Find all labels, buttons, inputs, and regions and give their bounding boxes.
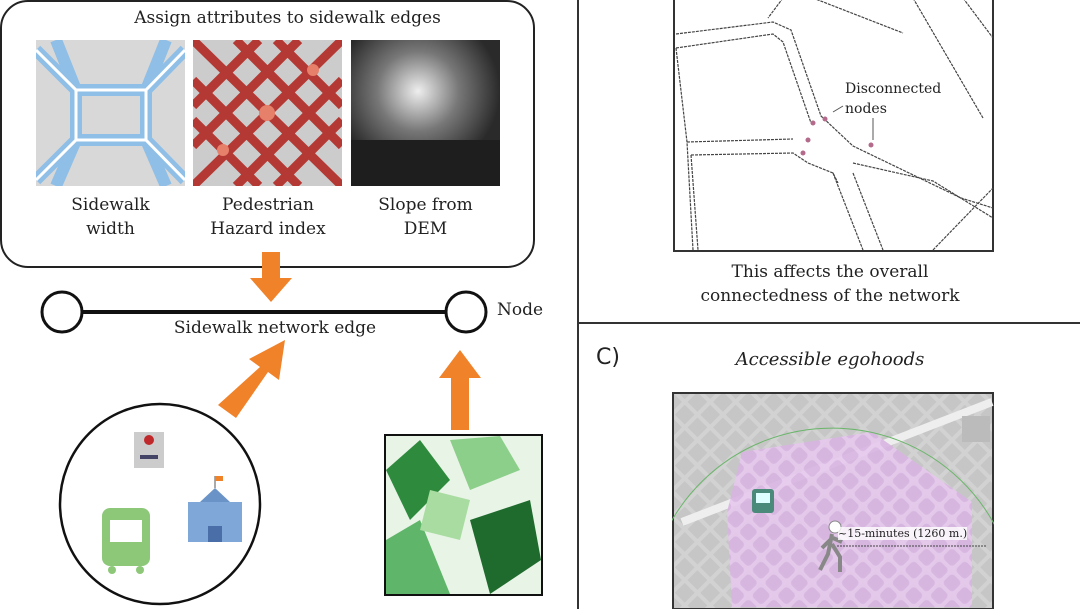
node-right: [444, 290, 488, 334]
bus-stop-icon: [752, 489, 774, 513]
egohood-map: [672, 392, 994, 609]
arrow-up-icon: [439, 350, 481, 430]
poi-building-icon: [962, 416, 990, 442]
arrow-diagonal-icon: [218, 340, 285, 418]
slope-dem-image: [351, 40, 500, 186]
edge-diagram: [40, 252, 543, 606]
arrow-down-icon: [250, 252, 292, 302]
greenspace-map-image: [384, 434, 543, 596]
school-icon: [188, 476, 242, 542]
horizontal-divider: [579, 322, 1080, 324]
node-label: Node: [497, 300, 544, 320]
panel-c-title: Accessible egohoods: [735, 349, 925, 370]
bus-icon: [102, 508, 150, 574]
sidewalk-width-image: [36, 40, 185, 186]
panel-c-letter: C): [596, 345, 620, 370]
edge-label: Sidewalk network edge: [173, 318, 377, 338]
walk-radius-arc: [672, 427, 994, 525]
attributes-title: Assign attributes to sidewalk edges: [134, 8, 441, 28]
hazard-index-image: [193, 40, 342, 186]
distance-label: ~15-minutes (1260 m.): [838, 527, 968, 540]
node-left: [40, 290, 84, 334]
disconnected-network-map: [673, 0, 994, 252]
vertical-divider: [577, 0, 579, 609]
hospital-icon: [134, 432, 164, 468]
